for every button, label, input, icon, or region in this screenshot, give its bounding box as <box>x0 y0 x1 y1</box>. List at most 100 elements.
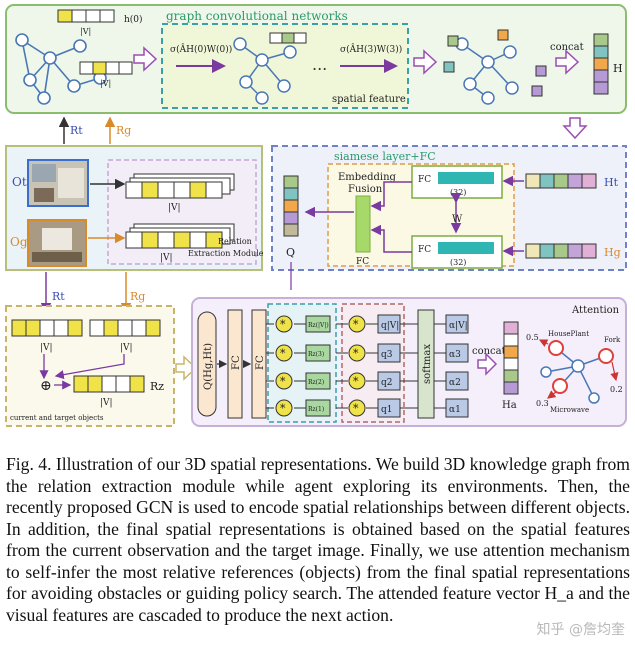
open-arrow-1 <box>133 46 158 72</box>
multiply-symbol: * <box>280 402 286 415</box>
Hg-vector <box>525 243 597 259</box>
alpha-label: α3 <box>449 350 461 360</box>
relation-module-line1: Relation <box>218 237 252 246</box>
weight-03: 0.3 <box>536 399 549 408</box>
hidden-vector <box>269 32 307 44</box>
fc-hg-label: FC <box>418 245 431 255</box>
v-label-rg: |V| <box>120 343 133 353</box>
rz-entry-label: Rz(|V|) <box>308 322 329 329</box>
fc-ht-bar <box>438 172 494 184</box>
weight-arrow-02 <box>610 361 619 382</box>
open-arrow-down <box>562 117 588 140</box>
rg-label-bottom: Rg <box>130 290 145 303</box>
multiply-symbol: * <box>280 375 286 388</box>
fc-box-1 <box>227 309 243 419</box>
v-label-top1: |V| <box>80 27 91 36</box>
node-embeddings <box>443 29 547 97</box>
fusion-fc-label: FC <box>356 257 369 267</box>
siamese-title: siamese layer+FC <box>334 150 436 163</box>
v-label-rt: |V| <box>40 343 53 353</box>
og-image-object <box>42 228 72 250</box>
figure-caption: Fig. 4. Illustration of our 3D spatial r… <box>6 454 630 626</box>
multiply-node-2 <box>348 315 366 333</box>
multiply-symbol-2: * <box>353 347 359 360</box>
ot-image-counter <box>34 188 54 202</box>
fc-ht-dim: (32) <box>450 188 466 197</box>
softmax-box <box>417 309 435 419</box>
multiply-symbol-2: * <box>353 402 359 415</box>
rz-vector <box>73 375 145 393</box>
formula-1: σ(ÂH(0)W(0)) <box>170 43 232 55</box>
concat-label-top: concat <box>550 42 584 53</box>
embedding-line1: Embedding <box>338 172 397 183</box>
W-label: W <box>452 214 463 225</box>
alpha-label: α1 <box>449 405 461 415</box>
Rz-label: Rz <box>150 380 164 393</box>
ot-image-window <box>32 164 56 182</box>
relation-module-line2: Extraction Module <box>188 249 264 258</box>
v-label-og: |V| <box>160 253 173 263</box>
Q-label: Q <box>286 246 295 259</box>
q-label: q2 <box>381 378 393 388</box>
rt-label-top: Rt <box>70 124 83 137</box>
q-input-label: Q(Hg,Ht) <box>203 343 214 390</box>
q-input-box <box>197 311 217 417</box>
multiply-node <box>275 372 293 390</box>
attention-graph <box>540 347 607 404</box>
multiply-symbol: * <box>280 318 286 331</box>
highlighted-nodes <box>548 340 614 394</box>
figure-diagram: graph convolutional networks h(0) |V| |V… <box>5 4 627 427</box>
fc-hg-dim: (32) <box>450 258 466 267</box>
fc-label-2: FC <box>255 355 266 370</box>
fc-ht-label: FC <box>418 175 431 185</box>
weight-05: 0.5 <box>526 333 539 342</box>
v-label-ot: |V| <box>168 203 181 213</box>
og-relation-matrix <box>125 223 235 249</box>
rt-vector <box>11 319 83 337</box>
watermark: 知乎 @詹均奎 <box>536 622 625 638</box>
Hg-label: Hg <box>604 246 621 259</box>
open-arrow-3 <box>555 49 580 75</box>
fc-box-2 <box>251 309 267 419</box>
embedding-line2: Fusion <box>348 184 383 195</box>
rg-vector <box>89 319 161 337</box>
ht-to-fusion-line <box>370 181 412 212</box>
multiply-node <box>275 399 293 417</box>
caption-label: Fig. 4. <box>6 454 52 474</box>
oplus-sign: ⊕ <box>40 378 52 394</box>
caption-text: Illustration of our 3D spatial represent… <box>6 454 630 625</box>
fork-label: Fork <box>604 336 621 344</box>
open-arrow-concat <box>477 352 498 376</box>
weight-arrow-05 <box>538 339 549 347</box>
h0-vector <box>57 9 115 23</box>
fusion-fc-bar <box>355 195 371 253</box>
rz-entry-label: Rz(1) <box>308 406 324 413</box>
multiply-symbol: * <box>280 347 286 360</box>
q-label: q1 <box>381 405 393 415</box>
input-graph <box>15 33 107 105</box>
open-arrow-to-attention <box>175 355 198 381</box>
ot-image-cabinet <box>58 168 84 198</box>
ot-relation-matrix <box>125 173 235 199</box>
open-arrow-2 <box>413 49 438 75</box>
node-vector <box>79 61 133 75</box>
softmax-label: softmax <box>422 344 433 384</box>
Ha-label: Ha <box>502 400 517 411</box>
microwave-label: Microwave <box>550 406 589 414</box>
multiply-node-2 <box>348 399 366 417</box>
rg-label-top: Rg <box>116 124 131 137</box>
houseplant-label: HousePlant <box>548 330 589 338</box>
v-label-top2: |V| <box>100 79 111 88</box>
multiply-node-2 <box>348 344 366 362</box>
H-label: H <box>613 62 623 75</box>
rt-label-bottom: Rt <box>52 290 65 303</box>
q-label: q|V| <box>381 321 399 331</box>
h0-label: h(0) <box>124 14 143 25</box>
H-vector <box>593 33 609 95</box>
hg-to-fusion-line <box>370 224 412 253</box>
multiply-node <box>275 344 293 362</box>
multiply-symbol-2: * <box>353 318 359 331</box>
spatial-feature-label: spatial feature <box>332 94 406 105</box>
Ht-label: Ht <box>604 176 619 189</box>
